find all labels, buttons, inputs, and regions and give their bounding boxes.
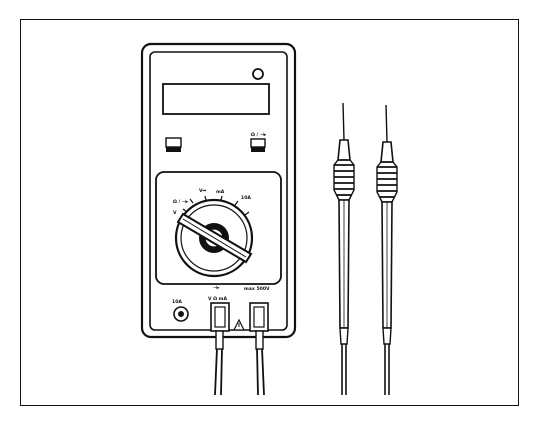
mode-button[interactable]: Ω / ⊣▸ xyxy=(250,132,267,152)
dial-label-ma: mA xyxy=(216,189,225,195)
power-button[interactable] xyxy=(165,137,182,152)
dial-label-10a: 10A xyxy=(241,195,251,201)
jack-label-v-ohm-ma: V Ω mA xyxy=(208,296,227,302)
jack-label-max-voltage: max 500V xyxy=(244,286,270,292)
indicator-light xyxy=(252,68,264,80)
dial-label-vdc: V⎓ xyxy=(199,188,207,194)
jack-v-ohm-ma[interactable] xyxy=(210,302,230,332)
multimeter: Ω / ⊣▸ Ω / ⊣▸ V V⎓ mA 10A xyxy=(140,42,297,339)
mode-button-label: Ω / ⊣▸ xyxy=(251,132,267,138)
jack-label-10a: 10A xyxy=(172,299,182,305)
rotary-selector-dial[interactable] xyxy=(174,198,254,278)
test-probe-right[interactable] xyxy=(376,104,398,395)
plugged-leads xyxy=(214,330,265,396)
dial-label-ohm: Ω / ⊣▸ xyxy=(173,199,189,205)
lcd-display xyxy=(162,83,270,115)
dial-label-v: V xyxy=(173,210,177,216)
test-probe-left[interactable] xyxy=(333,102,355,395)
jack-label-diode: ⊣▸ xyxy=(213,285,220,291)
warning-icon xyxy=(233,318,245,331)
jack-10a[interactable] xyxy=(173,306,189,322)
jack-com[interactable] xyxy=(249,302,269,332)
